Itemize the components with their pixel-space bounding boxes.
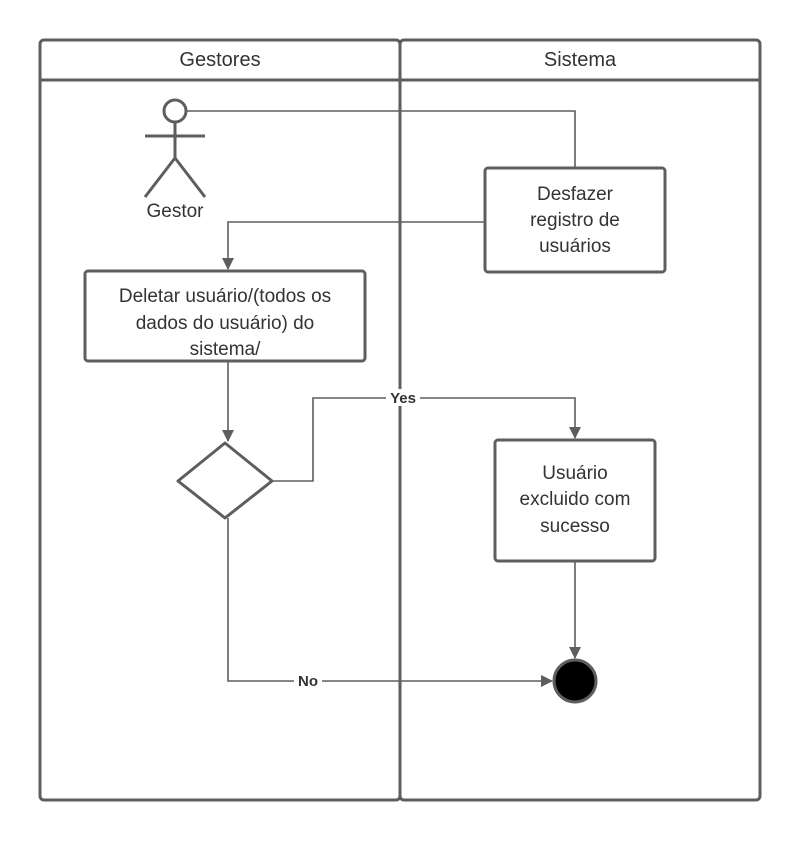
yes-label-bg [386, 389, 420, 406]
edge-decision-yes [272, 397, 581, 482]
edge-decision-no [227, 518, 553, 687]
actor-right-leg [173, 157, 207, 198]
end-node [552, 658, 598, 704]
node-desfazer-registro: Desfazer registro de usuários [483, 166, 667, 274]
node-sucesso-line-2: excluido com [520, 489, 631, 510]
actor-label: Gestor [146, 201, 204, 222]
actor-gestor: Gestor [143, 98, 207, 222]
edge-actor-to-desfazer [175, 110, 576, 168]
swimlane-gestores: Gestores [38, 38, 402, 802]
node-deletar-box [83, 269, 367, 363]
node-deletar-usuario: Deletar usuário/(todos os dados do usuár… [83, 269, 367, 363]
node-desfazer-box [483, 166, 667, 274]
edge-label-yes: Yes [390, 390, 416, 407]
node-sucesso-line-3: sucesso [540, 516, 610, 537]
decision-diamond [176, 441, 274, 520]
actor-left-leg [143, 157, 177, 198]
no-label-bg [294, 672, 322, 689]
edge-desfazer-to-deletar [222, 221, 485, 270]
node-deletar-line-2: dados do usuário) do [136, 313, 315, 334]
node-desfazer-line-2: registro de [530, 210, 620, 231]
node-sucesso-box [493, 438, 657, 563]
node-usuario-excluido: Usuário excluido com sucesso [493, 438, 657, 563]
edge-label-no: No [298, 673, 318, 690]
lane-gestores-frame [38, 38, 402, 802]
node-sucesso-line-1: Usuário [542, 463, 607, 484]
node-desfazer-line-3: usuários [539, 236, 611, 257]
node-deletar-line-3: sistema/ [190, 339, 261, 360]
lane-title-sistema: Sistema [544, 49, 617, 71]
node-deletar-line-1: Deletar usuário/(todos os [119, 286, 331, 307]
lane-title-gestores: Gestores [179, 49, 260, 71]
actor-head [162, 98, 188, 124]
node-desfazer-line-1: Desfazer [537, 184, 614, 205]
